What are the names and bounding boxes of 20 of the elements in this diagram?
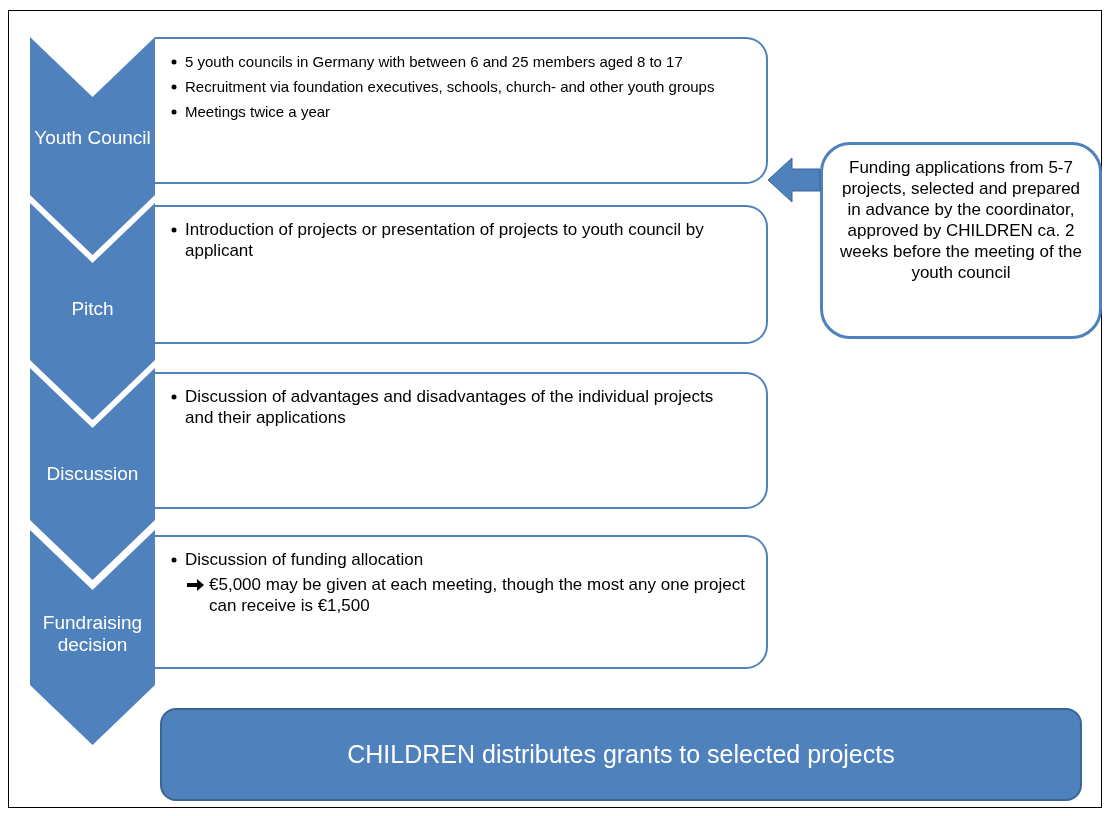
step-title: Pitch [70, 298, 115, 320]
bullet-text: Discussion of funding allocation [185, 549, 424, 570]
step-description-box [155, 372, 768, 509]
step-title: Discussion [45, 463, 140, 485]
step-description-box [155, 205, 768, 344]
note-text: Funding applications from 5-7 projects, selected and prepared in advance by the coordinator, approved by CHILDREN ca. 2 weeks before the meeting of the youth council [839, 157, 1083, 283]
bullet-text: 5 youth councils in Germany with between 6 and 25 members aged 8 to 17 [185, 52, 683, 72]
step-description-box [155, 535, 768, 669]
step-title: Fundraising decision [41, 612, 144, 656]
note-box [820, 142, 1102, 339]
bullet-text: €5,000 may be given at each meeting, though the most any one project can receive is €1,500 [209, 574, 746, 616]
bullet-text: Meetings twice a year [185, 102, 331, 122]
bullet-text: Recruitment via foundation executives, schools, church- and other youth groups [185, 77, 715, 97]
step-description-box [155, 37, 768, 184]
bullet-text: Introduction of projects or presentation of projects to youth council by applicant [185, 219, 705, 261]
bullet-text: Discussion of advantages and disadvantages of the individual projects and their applications [185, 386, 715, 428]
block-arrow [767, 157, 821, 203]
step-title: Youth Council [33, 127, 152, 149]
banner-text: CHILDREN distributes grants to selected projects [347, 738, 895, 770]
result-banner [160, 708, 1082, 801]
